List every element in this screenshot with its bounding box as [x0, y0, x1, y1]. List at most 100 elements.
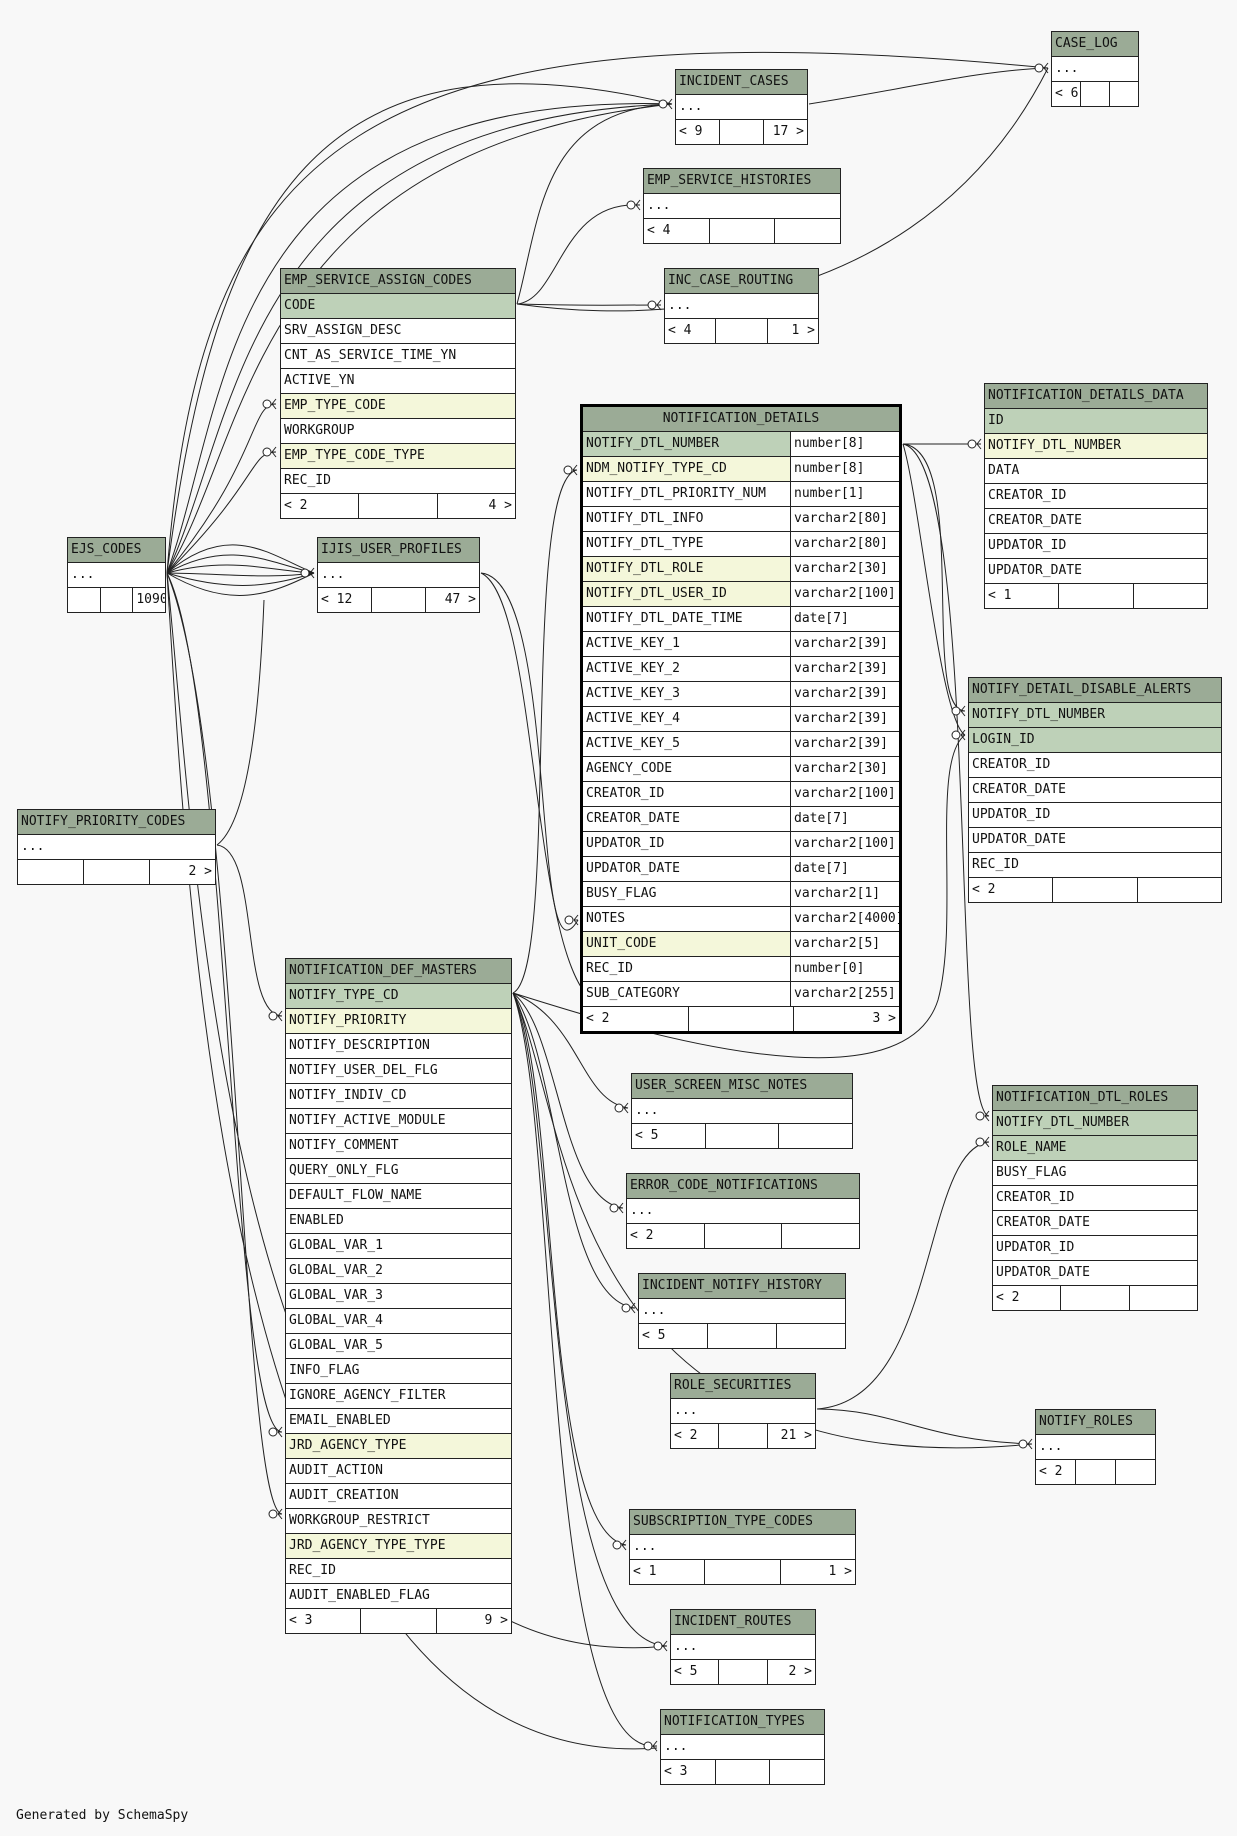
child-count[interactable] [1136, 878, 1221, 902]
parent-count[interactable]: < 2 [1039, 1464, 1063, 1479]
table-ejs-codes[interactable]: EJS_CODES...1090 > [67, 537, 166, 613]
column-row[interactable]: REC_ID [286, 1559, 511, 1584]
table-header[interactable]: ERROR_CODE_NOTIFICATIONS [627, 1174, 859, 1199]
parent-count[interactable]: < 5 [642, 1328, 666, 1343]
child-count[interactable] [769, 1760, 824, 1784]
parent-count[interactable]: < 12 [321, 592, 353, 607]
child-count[interactable]: 4 > [436, 494, 515, 518]
child-count[interactable]: 17 > [763, 120, 807, 144]
column-row[interactable]: ... [639, 1299, 845, 1324]
column-row[interactable]: ... [671, 1399, 815, 1424]
parent-count[interactable]: < 2 [586, 1011, 610, 1026]
parent-count[interactable]: < 2 [996, 1290, 1020, 1305]
column-row[interactable]: CREATOR_DATE [993, 1211, 1197, 1236]
column-row[interactable]: NOTIFY_ACTIVE_MODULE [286, 1109, 511, 1134]
child-count[interactable] [781, 1224, 859, 1248]
table-incident-notify-history[interactable]: INCIDENT_NOTIFY_HISTORY...< 5 [638, 1273, 846, 1349]
column-row[interactable]: NOTIFY_INDIV_CD [286, 1084, 511, 1109]
column-row[interactable]: DATA [985, 459, 1207, 484]
child-count[interactable]: 2 > [766, 1660, 815, 1684]
column-row[interactable]: WORKGROUP [281, 419, 515, 444]
child-count[interactable]: 1 > [766, 319, 818, 343]
parent-count[interactable]: < 2 [630, 1228, 654, 1243]
column-row[interactable]: DEFAULT_FLOW_NAME [286, 1184, 511, 1209]
column-row[interactable]: ... [627, 1199, 859, 1224]
parent-count[interactable]: < 6 [1055, 86, 1079, 101]
table-subscription-type-codes[interactable]: SUBSCRIPTION_TYPE_CODES... < 1 1 > [629, 1509, 856, 1585]
column-row[interactable]: ... [630, 1535, 855, 1560]
child-count[interactable] [778, 1124, 852, 1148]
column-row[interactable]: IGNORE_AGENCY_FILTER [286, 1384, 511, 1409]
column-row[interactable]: CREATOR_DATE [985, 509, 1207, 534]
table-header[interactable]: CASE_LOG [1052, 32, 1138, 57]
column-row[interactable]: UPDATOR_ID [993, 1236, 1197, 1261]
parent-count[interactable]: < 3 [664, 1764, 688, 1779]
child-count[interactable]: 9 > [435, 1609, 511, 1633]
table-notify-roles[interactable]: NOTIFY_ROLES...< 2 [1035, 1409, 1156, 1485]
table-user-screen-misc-notes[interactable]: USER_SCREEN_MISC_NOTES...< 5 [631, 1073, 853, 1149]
parent-count[interactable] [18, 860, 83, 884]
child-count[interactable]: 1090 > [132, 588, 165, 612]
column-row[interactable]: NOTIFY_TYPE_CD [286, 984, 511, 1009]
parent-count[interactable]: < 2 [972, 882, 996, 897]
table-header[interactable]: ROLE_SECURITIES [671, 1374, 815, 1399]
table-header[interactable]: NOTIFY_PRIORITY_CODES [18, 810, 215, 835]
column-row[interactable]: REC_ID [281, 469, 515, 494]
parent-count[interactable]: < 2 [284, 498, 308, 513]
column-row[interactable]: NOTIFY_DTL_NUMBER [969, 703, 1221, 728]
column-row[interactable]: GLOBAL_VAR_4 [286, 1309, 511, 1334]
parent-count[interactable]: < 1 [988, 588, 1012, 603]
column-row[interactable]: ENABLED [286, 1209, 511, 1234]
column-row[interactable]: BUSY_FLAG [993, 1161, 1197, 1186]
column-row[interactable]: SRV_ASSIGN_DESC [281, 319, 515, 344]
column-row[interactable]: UPDATOR_DATE [993, 1261, 1197, 1286]
table-header[interactable]: NOTIFICATION_DTL_ROLES [993, 1086, 1197, 1111]
table-header[interactable]: NOTIFICATION_TYPES [661, 1710, 824, 1735]
child-count[interactable]: 1 > [779, 1560, 855, 1584]
table-header[interactable]: INC_CASE_ROUTING [665, 269, 818, 294]
parent-count[interactable]: < 2 [674, 1428, 698, 1443]
column-row[interactable]: REC_ID [969, 853, 1221, 878]
column-row[interactable]: CREATOR_ID [993, 1186, 1197, 1211]
child-count[interactable] [1109, 82, 1138, 106]
parent-count[interactable]: < 1 [633, 1564, 657, 1579]
column-row[interactable]: GLOBAL_VAR_2 [286, 1259, 511, 1284]
table-notification-types[interactable]: NOTIFICATION_TYPES...< 3 [660, 1709, 825, 1785]
column-row[interactable]: GLOBAL_VAR_1 [286, 1234, 511, 1259]
child-count[interactable]: 3 > [793, 1007, 899, 1031]
table-header[interactable]: NOTIFICATION_DETAILS_DATA [985, 384, 1207, 409]
column-row[interactable]: CREATOR_ID [985, 484, 1207, 509]
table-header[interactable]: EMP_SERVICE_HISTORIES [644, 169, 840, 194]
column-row[interactable]: NOTIFY_PRIORITY [286, 1009, 511, 1034]
column-row[interactable]: AUDIT_CREATION [286, 1484, 511, 1509]
column-row[interactable]: CREATOR_ID [969, 753, 1221, 778]
table-header[interactable]: EJS_CODES [68, 538, 165, 563]
child-count[interactable] [776, 1324, 845, 1348]
table-header[interactable]: SUBSCRIPTION_TYPE_CODES [630, 1510, 855, 1535]
child-count[interactable]: 2 > [149, 860, 215, 884]
parent-count[interactable]: < 4 [647, 223, 671, 238]
table-header[interactable]: USER_SCREEN_MISC_NOTES [632, 1074, 852, 1099]
column-row[interactable]: UPDATOR_ID [985, 534, 1207, 559]
table-emp-service-histories[interactable]: EMP_SERVICE_HISTORIES...< 4 [643, 168, 841, 244]
column-row[interactable]: JRD_AGENCY_TYPE_TYPE [286, 1534, 511, 1559]
column-row[interactable]: QUERY_ONLY_FLG [286, 1159, 511, 1184]
